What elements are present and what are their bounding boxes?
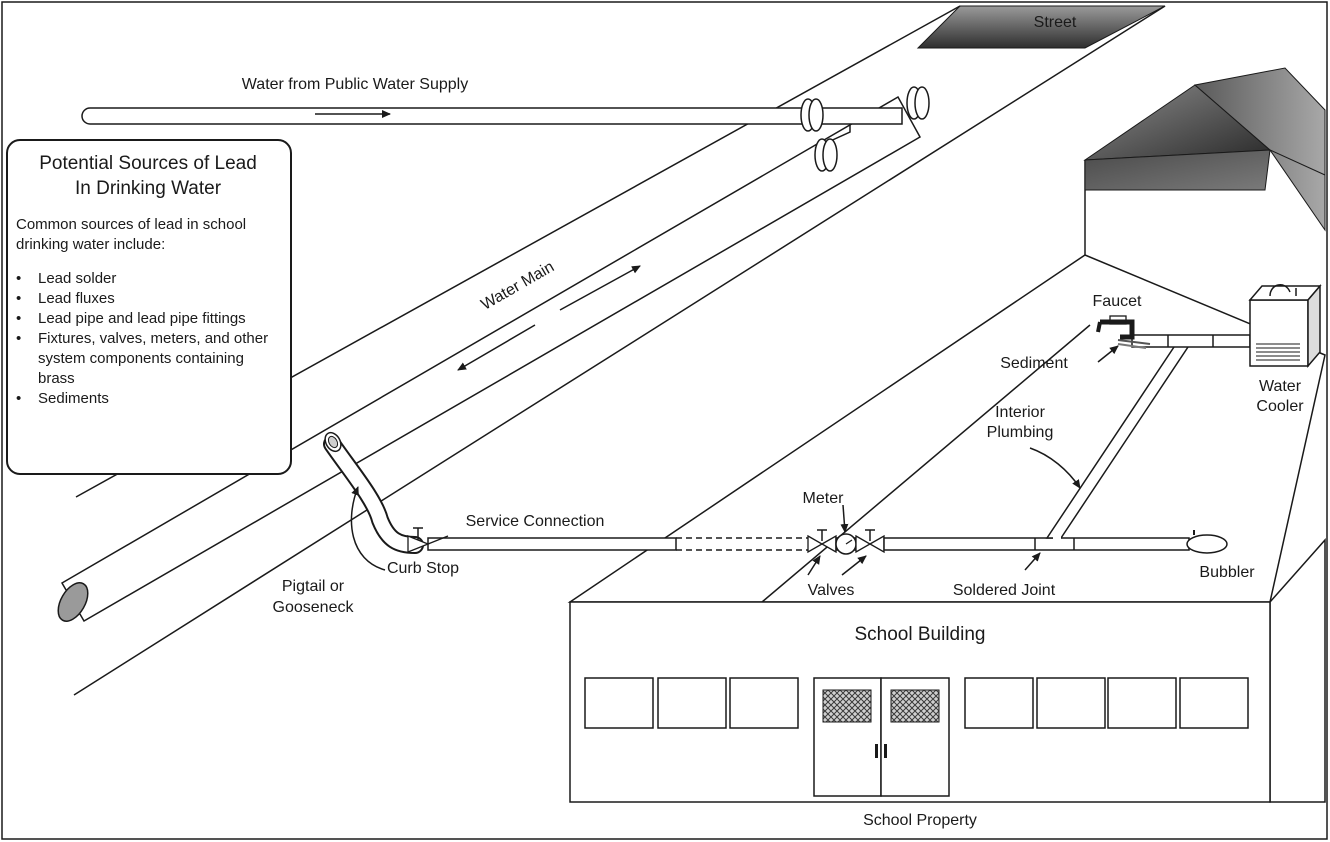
supply-pipe bbox=[81, 107, 903, 149]
flow-arrow-up bbox=[559, 265, 641, 311]
soldered-joint-label: Soldered Joint bbox=[953, 582, 1056, 599]
building-door bbox=[813, 677, 950, 797]
interior-plumbing-label-line1: Interior bbox=[995, 404, 1045, 421]
lead-sources-list: • Lead solder • Lead fluxes • Lead pipe and… bbox=[16, 269, 280, 409]
gooseneck-pointer bbox=[350, 486, 386, 571]
building-windows bbox=[584, 677, 1249, 729]
meter-assembly bbox=[807, 529, 885, 555]
list-item: • Lead solder bbox=[16, 269, 280, 289]
interior-plumbing-label-line2: Plumbing bbox=[987, 424, 1054, 441]
water-cooler-label-line1: Water bbox=[1259, 378, 1302, 395]
interior-plumbing-pointer bbox=[1029, 447, 1081, 489]
water-main-pipe bbox=[57, 95, 922, 623]
lead-sources-callout: Potential Sources of Lead In Drinking Wa… bbox=[6, 139, 292, 475]
soldered-joint-pointer bbox=[1024, 552, 1041, 571]
list-item-text: Lead fluxes bbox=[38, 290, 115, 307]
bubbler-label: Bubbler bbox=[1199, 564, 1255, 581]
list-item-text: Lead solder bbox=[38, 270, 117, 287]
list-item: • Sediments bbox=[16, 389, 280, 409]
callout-intro: Common sources of lead in school drinkin… bbox=[16, 216, 247, 253]
faucet-label: Faucet bbox=[1093, 293, 1142, 310]
bullet-marker: • bbox=[16, 270, 22, 287]
callout-title-line2: In Drinking Water bbox=[74, 178, 222, 199]
service-connection-label: Service Connection bbox=[466, 513, 605, 530]
list-item-text: Fixtures, valves, meters, and other syst… bbox=[38, 330, 269, 387]
water-supply-label: Water from Public Water Supply bbox=[242, 76, 468, 93]
bullet-marker: • bbox=[16, 390, 22, 407]
valves-label: Valves bbox=[808, 582, 855, 599]
service-connection-pipe bbox=[407, 527, 808, 553]
list-item: • Fixtures, valves, meters, and other sys… bbox=[16, 329, 280, 389]
water-cooler-label-line2: Cooler bbox=[1256, 398, 1304, 415]
bullet-marker: • bbox=[16, 290, 22, 307]
street-graphic bbox=[73, 5, 1166, 696]
interior-plumbing-pipe bbox=[883, 334, 1251, 554]
faucet-graphic bbox=[1096, 315, 1151, 349]
list-item: • Lead pipe and lead pipe fittings bbox=[16, 309, 280, 329]
meter-label: Meter bbox=[803, 490, 845, 507]
list-item-text: Sediments bbox=[38, 390, 109, 407]
curb-stop-label: Curb Stop bbox=[387, 560, 459, 577]
bullet-marker: • bbox=[16, 310, 22, 327]
school-building-label: School Building bbox=[855, 624, 986, 645]
water-cooler-graphic bbox=[1248, 283, 1322, 369]
pipe-couplings bbox=[800, 86, 930, 172]
valve-pointer-right bbox=[841, 555, 867, 576]
callout-title: Potential Sources of Lead In Drinking Wa… bbox=[16, 151, 280, 201]
street-label: Street bbox=[1034, 14, 1077, 31]
sediment-pointer bbox=[1097, 345, 1119, 363]
meter-pointer bbox=[840, 504, 849, 533]
pigtail-label-line2: Gooseneck bbox=[273, 599, 355, 616]
flow-arrow-down bbox=[457, 324, 536, 371]
pigtail-label-line1: Pigtail or bbox=[282, 578, 345, 595]
bullet-marker: • bbox=[16, 330, 22, 347]
list-item: • Lead fluxes bbox=[16, 289, 280, 309]
valve-pointer-left bbox=[807, 555, 821, 576]
callout-title-line1: Potential Sources of Lead bbox=[39, 153, 257, 174]
school-property-label: School Property bbox=[863, 812, 977, 829]
sediment-label: Sediment bbox=[1000, 355, 1068, 372]
list-item-text: Lead pipe and lead pipe fittings bbox=[38, 310, 246, 327]
